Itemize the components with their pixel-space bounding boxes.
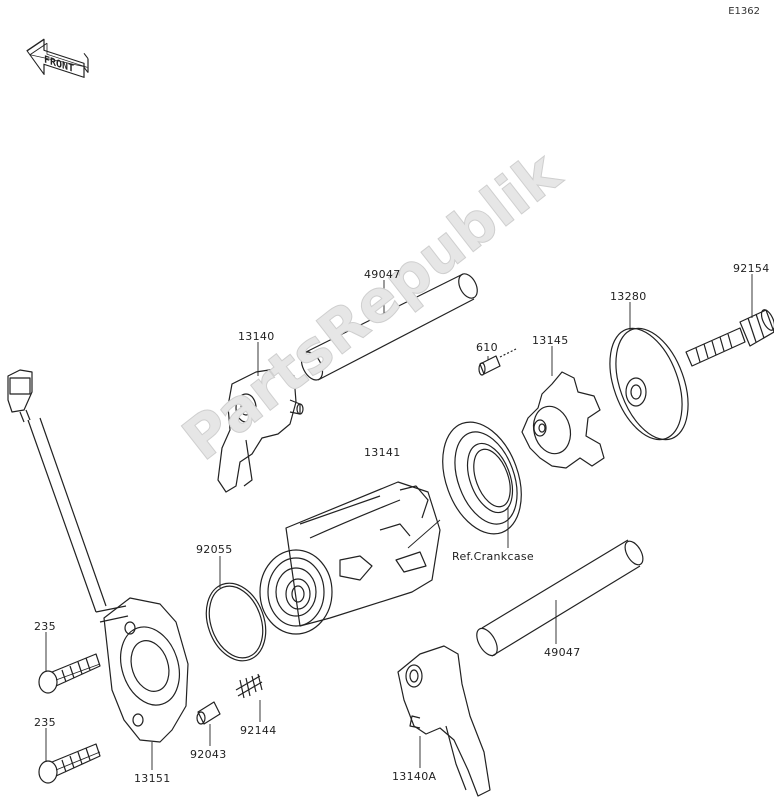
label-610: 610 — [476, 341, 498, 354]
label-13140: 13140 — [238, 330, 275, 343]
pin-92043 — [196, 701, 221, 725]
bolt-92154 — [685, 309, 774, 367]
shift-fork-13140 — [217, 367, 304, 493]
label-13140a: 13140A — [392, 770, 437, 783]
leader-lines — [45, 274, 753, 771]
label-13141: 13141 — [364, 446, 401, 459]
shift-rod-top — [300, 273, 478, 381]
star-13145 — [521, 371, 605, 469]
label-13145: 13145 — [532, 334, 569, 347]
label-92144: 92144 — [240, 724, 277, 737]
label-49047-top: 49047 — [364, 268, 401, 281]
label-92154: 92154 — [733, 262, 770, 275]
shift-rod-bottom — [476, 539, 644, 657]
sensor-13151 — [7, 369, 189, 743]
label-13280: 13280 — [610, 290, 647, 303]
spring-92144 — [235, 673, 263, 699]
label-235-bottom: 235 — [34, 716, 56, 729]
front-arrow-icon: FRONT — [26, 38, 89, 78]
diagram-code: E1362 — [728, 6, 760, 17]
plate-13280 — [609, 327, 689, 441]
bolt-235-top — [38, 653, 101, 694]
shift-fork-13140a — [397, 645, 491, 797]
bearing-ring — [442, 421, 522, 535]
shift-drum-13141 — [259, 481, 441, 635]
label-49047-bottom: 49047 — [544, 646, 581, 659]
label-13151: 13151 — [134, 772, 171, 785]
label-ref-crankcase: Ref.Crankcase — [452, 550, 534, 563]
oring-92055 — [205, 582, 267, 662]
bolt-235-bottom — [38, 743, 101, 784]
label-235-top: 235 — [34, 620, 56, 633]
pin-610 — [478, 348, 517, 376]
label-92055: 92055 — [196, 543, 233, 556]
label-92043: 92043 — [190, 748, 227, 761]
